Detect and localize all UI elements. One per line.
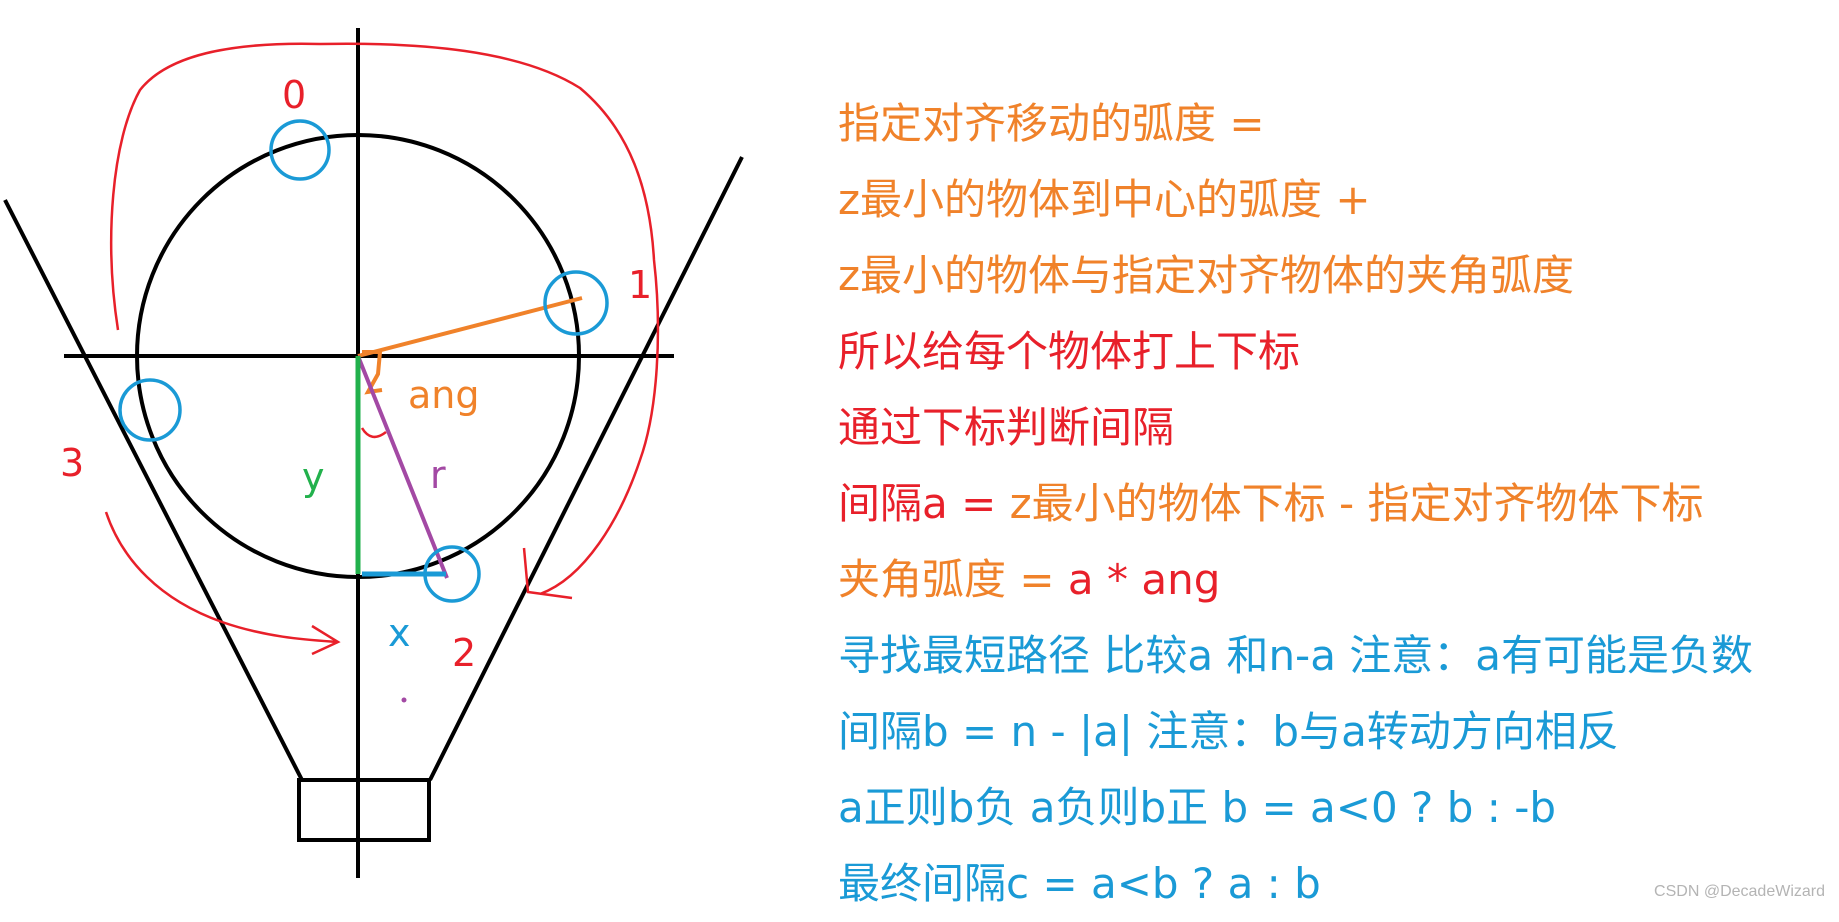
- funnel-right-edge: [428, 156, 744, 781]
- note-line: 间隔b = n - |a| 注意：b与a转动方向相反: [838, 694, 1828, 770]
- note-segment: 最终间隔c = a<b ? a : b: [838, 859, 1321, 908]
- funnel-base: [297, 778, 431, 842]
- note-line: 通过下标判断间隔: [838, 390, 1828, 466]
- note-line: z最小的物体与指定对齐物体的夹角弧度: [838, 238, 1828, 314]
- note-segment: z最小的物体到中心的弧度 +: [838, 175, 1371, 224]
- funnel-outline: [3, 156, 744, 842]
- top-rotation-arrow: [110, 42, 660, 596]
- object-2-marker: [423, 545, 481, 603]
- note-line: 夹角弧度 = a * ang: [838, 542, 1828, 618]
- note-segment: 指定对齐移动的弧度 =: [838, 99, 1265, 148]
- object-markers: [118, 119, 609, 603]
- rotation-circle: [135, 133, 581, 579]
- angle-label: ang: [408, 373, 480, 417]
- slot-0-label: 0: [282, 73, 306, 117]
- note-segment: a正则b负 a负则b正 b = a<0 ? b : -b: [838, 783, 1557, 832]
- note-segment: 间隔b = n - |a| 注意：b与a转动方向相反: [838, 707, 1619, 756]
- note-line: 指定对齐移动的弧度 =: [838, 86, 1828, 162]
- top-arrowhead: [522, 547, 573, 600]
- note-line: a正则b负 a负则b正 b = a<0 ? b : -b: [838, 770, 1828, 846]
- orange-radius-line: [357, 296, 583, 358]
- note-segment: 通过下标判断间隔: [838, 403, 1175, 452]
- slot-2-label: 2: [452, 631, 476, 675]
- x-label: x: [388, 611, 411, 655]
- radius-label: r: [430, 453, 446, 497]
- object-1-marker: [543, 270, 609, 336]
- funnel-left-edge: [3, 199, 304, 781]
- note-line: z最小的物体到中心的弧度 +: [838, 162, 1828, 238]
- angle-mark-small: [360, 427, 387, 439]
- radius-r-line: [356, 355, 449, 579]
- note-segment: 寻找最短路径 比较a 和n-a 注意：a有可能是负数: [838, 631, 1754, 680]
- note-line: 所以给每个物体打上下标: [838, 314, 1828, 390]
- object-0-marker: [269, 119, 331, 181]
- explanation-notes: 指定对齐移动的弧度 = z最小的物体到中心的弧度 + z最小的物体与指定对齐物体的夹…: [838, 86, 1828, 922]
- slot-3-label: 3: [60, 441, 84, 485]
- note-line: 间隔a = z最小的物体下标 - 指定对齐物体下标: [838, 466, 1828, 542]
- rotation-arrows: [104, 42, 660, 656]
- note-segment: 所以给每个物体打上下标: [838, 327, 1301, 376]
- axes: [64, 28, 674, 878]
- note-line: 最终间隔c = a<b ? a : b: [838, 846, 1828, 922]
- note-segment: 间隔a =: [838, 479, 1010, 528]
- note-segment: z最小的物体与指定对齐物体的夹角弧度: [838, 251, 1575, 300]
- note-segment: a * ang: [1067, 555, 1221, 604]
- watermark: CSDN @DecadeWizard: [1654, 883, 1825, 900]
- object-3-marker: [118, 378, 182, 442]
- note-segment: z最小的物体下标 - 指定对齐物体下标: [1009, 479, 1704, 528]
- purple-dot: [401, 697, 407, 703]
- bottom-rotation-arrow: [104, 511, 339, 644]
- note-line: 寻找最短路径 比较a 和n-a 注意：a有可能是负数: [838, 618, 1828, 694]
- y-label: y: [302, 455, 325, 499]
- slot-1-label: 1: [628, 263, 652, 307]
- bottom-arrowhead: [311, 624, 341, 656]
- note-segment: 夹角弧度 =: [838, 555, 1068, 604]
